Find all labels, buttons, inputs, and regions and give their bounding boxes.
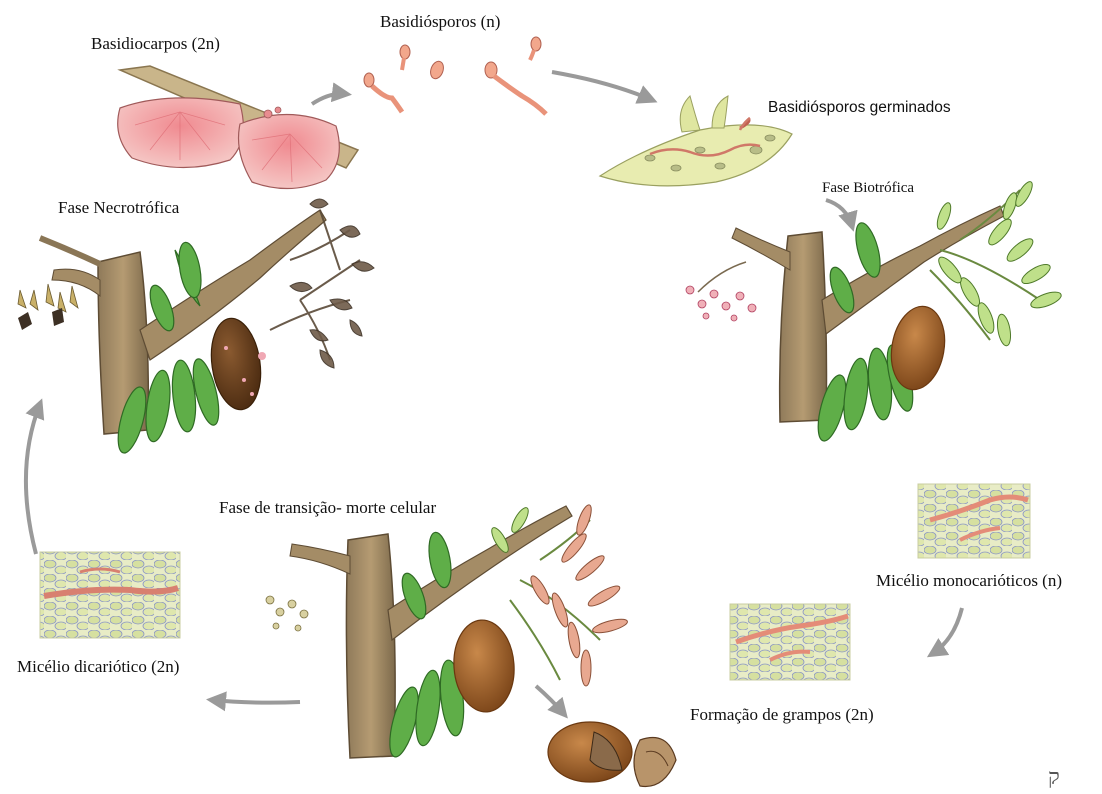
opened-pod-illustration [548, 722, 676, 786]
dikaryotic-mycelium-panel [40, 552, 180, 638]
label-transition-phase: Fase de transição- morte celular [219, 498, 436, 518]
arrow-to-spores [312, 94, 346, 104]
arrow-to-biotrophic [826, 200, 852, 226]
signature-mark: ק [1048, 765, 1060, 790]
flowers [686, 286, 756, 321]
label-biotrophic-phase: Fase Biotrófica [822, 180, 914, 197]
basidiospores-illustration [364, 37, 546, 114]
biotrophic-tree-illustration [686, 179, 1063, 443]
dried-flowers-small [266, 596, 308, 631]
arrow-to-clamp [932, 608, 962, 654]
basidiocarps-illustration [118, 66, 358, 189]
label-clamp-formation: Formação de grampos (2n) [690, 705, 874, 725]
monokaryotic-mycelium-panel [918, 484, 1030, 558]
label-dikaryotic-mycelium: Micélio dicariótico (2n) [17, 657, 179, 677]
label-monokaryotic-mycelium: Micélio monocarióticos (n) [876, 571, 1062, 591]
label-basidiospores: Basidiósporos (n) [380, 12, 500, 32]
dried-flowers [18, 284, 78, 312]
arrow-to-germinated [552, 72, 652, 100]
arrow-to-dikaryotic [212, 700, 300, 703]
label-germinated-spores: Basidiósporos germinados [768, 99, 951, 117]
arrow-to-seed [536, 686, 564, 714]
germinated-spores-illustration [600, 96, 792, 186]
label-basidiocarps: Basidiocarpos (2n) [91, 34, 220, 54]
clamp-formation-panel [730, 604, 850, 680]
arrow-to-necrotrophic [26, 404, 40, 554]
label-necrotrophic-phase: Fase Necrotrófica [58, 198, 179, 218]
necrotrophic-tree-illustration [18, 199, 374, 456]
transition-tree-illustration [266, 503, 629, 759]
